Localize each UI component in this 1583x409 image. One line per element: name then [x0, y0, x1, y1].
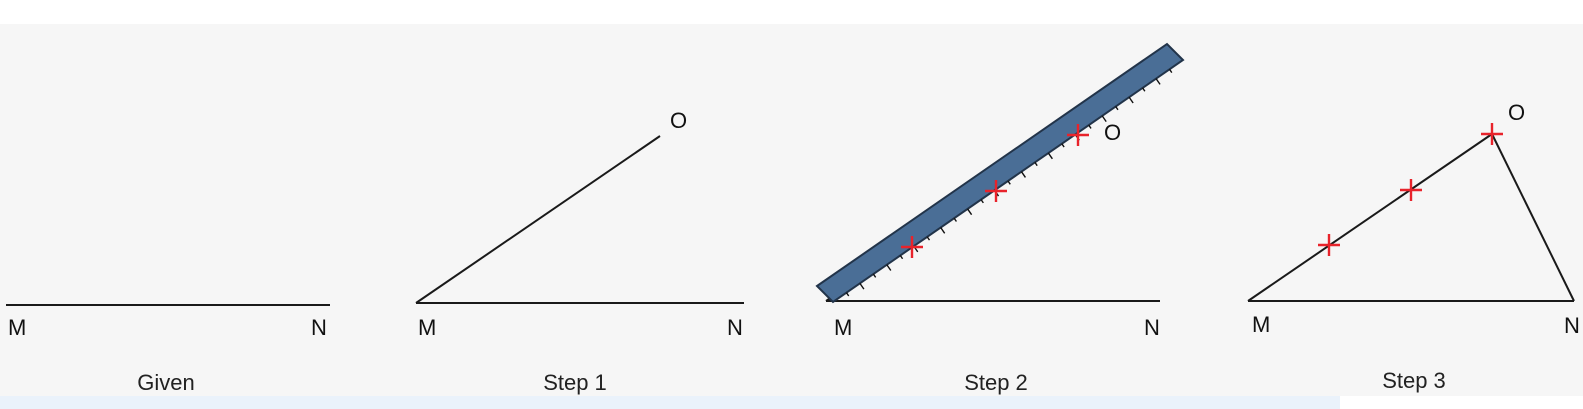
ruler [815, 42, 1185, 304]
label-m: M [1252, 312, 1270, 337]
ruler-tick [1168, 68, 1173, 73]
segment-mo [1247, 133, 1493, 302]
ruler-tick [926, 236, 931, 241]
ruler-tick [967, 208, 973, 216]
diagram-background [0, 24, 1583, 396]
panel-given: M N Given [6, 304, 330, 395]
panel-step-3: M N O Step 3 [1247, 100, 1580, 393]
caption-step-3: Step 3 [1382, 368, 1446, 393]
panel-step-1: M N O Step 1 [415, 108, 744, 395]
ruler-tick [953, 217, 958, 222]
mark-3 [1067, 124, 1089, 146]
label-o: O [1104, 120, 1121, 145]
ruler-tick [1142, 87, 1146, 92]
ruler-tick [899, 255, 904, 260]
mark-1 [1318, 234, 1340, 256]
ruler-tick [872, 273, 877, 278]
mark-2 [985, 180, 1007, 202]
ruler-body [815, 42, 1185, 304]
ruler-tick [886, 264, 892, 271]
label-n: N [311, 315, 327, 340]
label-m: M [418, 315, 436, 340]
ruler-tick [845, 292, 850, 297]
label-o: O [1508, 100, 1525, 125]
caption-given: Given [137, 370, 194, 395]
ruler-tick [1088, 124, 1092, 129]
ruler-tick [1115, 106, 1119, 111]
label-n: N [1564, 313, 1580, 338]
bottom-strip [0, 396, 1340, 409]
ruler-tick [1034, 161, 1038, 167]
ruler-tick [940, 227, 946, 234]
ruler-tick [1061, 143, 1065, 148]
caption-step-2: Step 2 [964, 370, 1028, 395]
ruler-tick [859, 282, 865, 290]
ruler-tick [980, 199, 984, 204]
label-n: N [727, 315, 743, 340]
mark-3 [1481, 123, 1503, 145]
ruler-tick [1128, 96, 1134, 104]
label-n: N [1144, 315, 1160, 340]
ruler-ticks [845, 68, 1173, 297]
mark-1 [901, 236, 923, 258]
label-o: O [670, 108, 687, 133]
segment-mo [415, 135, 661, 304]
mark-2 [1400, 179, 1422, 201]
ruler-tick [1020, 171, 1027, 178]
ruler-tick [1155, 78, 1161, 85]
ruler-tick [1047, 152, 1053, 160]
segment-on [1491, 133, 1575, 302]
caption-step-1: Step 1 [543, 370, 607, 395]
ruler-tick [1007, 180, 1011, 185]
label-m: M [834, 315, 852, 340]
panel-step-2: M N O Step 2 [815, 42, 1185, 395]
label-m: M [8, 315, 26, 340]
ruler-tick [1101, 115, 1107, 123]
